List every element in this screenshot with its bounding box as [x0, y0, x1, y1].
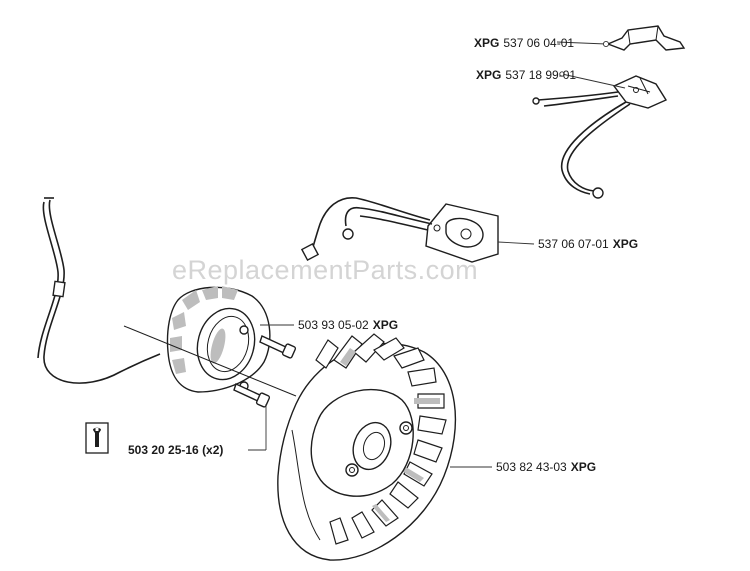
watermark: eReplacementParts.com	[172, 255, 478, 285]
flywheel-part	[277, 333, 457, 561]
bracket-part	[606, 25, 686, 51]
switch-part	[532, 75, 668, 199]
screw-part-lower	[233, 383, 271, 408]
callout-screw: 503 20 25-16 (x2)	[128, 443, 223, 457]
ignition-module-part	[300, 197, 499, 263]
coil-part	[37, 197, 297, 397]
tool-icon-box	[85, 422, 109, 454]
wrench-icon	[93, 427, 101, 447]
screw-part-upper	[259, 335, 297, 359]
